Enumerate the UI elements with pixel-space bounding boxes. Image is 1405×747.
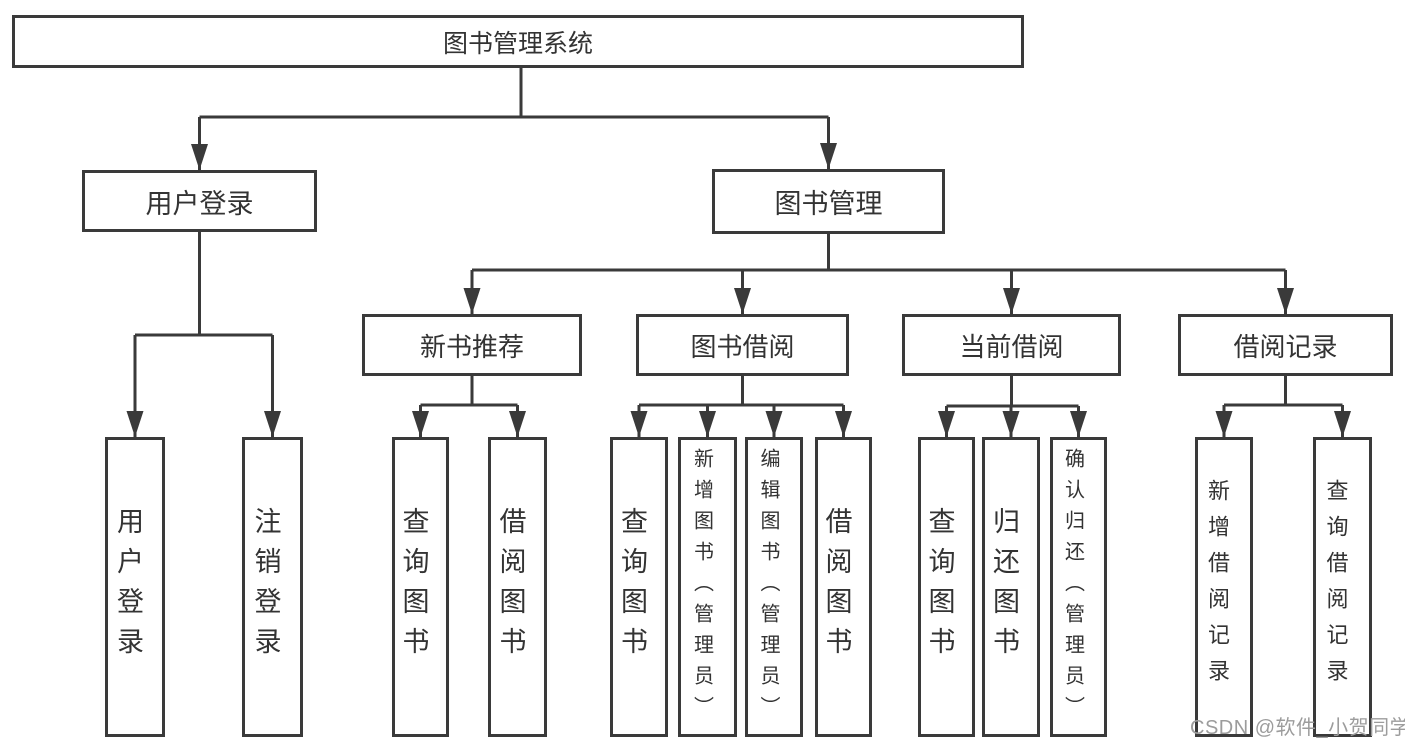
leaf-add-borrow-record: 新增借阅记录 (1195, 437, 1253, 737)
node-book-management: 图书管理 (712, 169, 945, 234)
leaf-user-login-label: 用户登录 (113, 507, 143, 667)
leaf-user-login: 用户登录 (105, 437, 165, 737)
leaf-borrow-book-label: 借阅图书 (821, 507, 852, 667)
leaf-add-borrow-record-label: 新增借阅记录 (1205, 479, 1230, 695)
node-user-login-label: 用户登录 (145, 188, 254, 219)
leaf-confirm-return-admin-label: 确认归还（管理员） (1061, 447, 1084, 727)
leaf-borrow-book: 借阅图书 (815, 437, 872, 737)
leaf-query-book-current: 查询图书 (918, 437, 975, 737)
leaf-edit-book-admin: 编辑图书（管理员） (745, 437, 803, 737)
leaf-query-borrow-record-label: 查询借阅记录 (1323, 479, 1349, 695)
leaf-query-book-current-label: 查询图书 (924, 507, 955, 667)
leaf-query-book-recommend-label: 查询图书 (398, 507, 429, 667)
leaf-edit-book-admin-label: 编辑图书（管理员） (757, 447, 779, 727)
node-current-borrow-label: 当前借阅 (959, 331, 1064, 362)
node-root: 图书管理系统 (12, 15, 1024, 68)
leaf-add-book-admin: 新增图书（管理员） (678, 437, 737, 737)
watermark: CSDN @软件_小贺同学 (1190, 717, 1405, 739)
node-book-borrow: 图书借阅 (636, 314, 849, 376)
node-book-management-label: 图书管理 (774, 189, 883, 219)
leaf-return-book: 归还图书 (982, 437, 1040, 737)
leaf-logout: 注销登录 (242, 437, 303, 737)
connector-trunk-lines (135, 68, 1343, 408)
leaf-query-book-borrow-label: 查询图书 (617, 507, 647, 667)
leaf-borrow-book-recommend-label: 借阅图书 (495, 507, 526, 667)
leaf-query-book-borrow: 查询图书 (610, 437, 668, 737)
node-current-borrow: 当前借阅 (902, 314, 1121, 376)
node-borrow-records-label: 借阅记录 (1233, 331, 1338, 362)
leaf-confirm-return-admin: 确认归还（管理员） (1050, 437, 1107, 737)
leaf-query-book-recommend: 查询图书 (392, 437, 449, 737)
node-root-label: 图书管理系统 (442, 29, 593, 58)
leaf-return-book-label: 归还图书 (989, 507, 1019, 667)
leaf-logout-label: 注销登录 (250, 507, 281, 667)
leaf-query-borrow-record: 查询借阅记录 (1313, 437, 1372, 737)
node-new-book-recommend: 新书推荐 (362, 314, 582, 376)
leaf-borrow-book-recommend: 借阅图书 (488, 437, 547, 737)
node-book-borrow-label: 图书借阅 (690, 331, 795, 362)
node-borrow-records: 借阅记录 (1178, 314, 1393, 376)
node-user-login: 用户登录 (82, 170, 317, 232)
leaf-add-book-admin-label: 新增图书（管理员） (690, 447, 713, 727)
node-new-book-recommend-label: 新书推荐 (419, 331, 524, 362)
